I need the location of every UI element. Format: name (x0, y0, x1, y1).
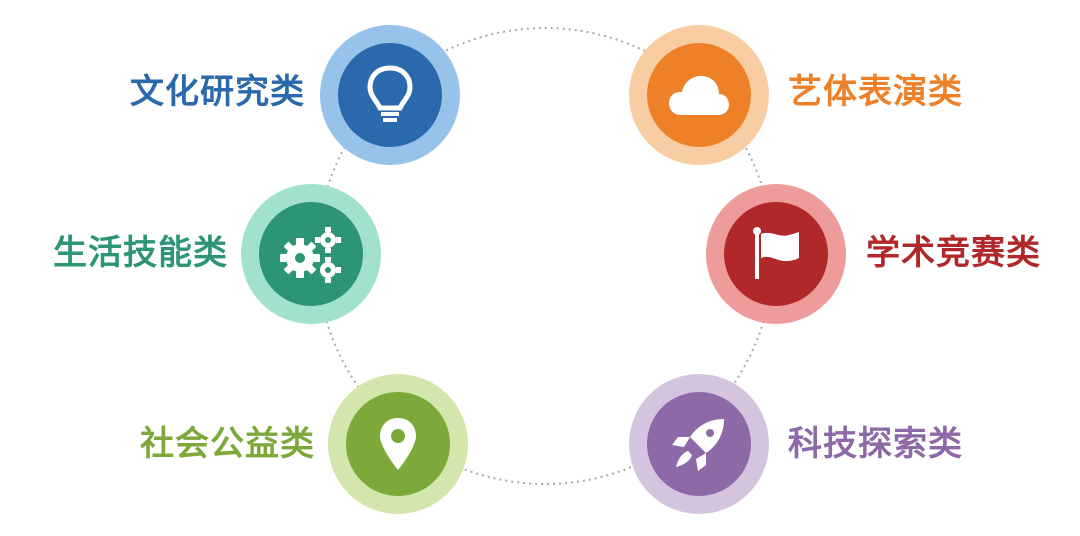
label-culture: 文化研究类 (130, 72, 305, 112)
node-arts (629, 25, 769, 165)
node-science (629, 374, 769, 514)
lightbulb-icon (367, 65, 413, 122)
rocket-icon (672, 419, 724, 471)
map-pin-icon (380, 418, 416, 470)
label-welfare: 社会公益类 (140, 424, 315, 464)
node-welfare (328, 374, 468, 514)
label-academic: 学术竞赛类 (866, 233, 1041, 273)
node-life (241, 184, 381, 324)
label-science: 科技探索类 (788, 424, 963, 464)
flag-icon (753, 227, 799, 279)
cloud-icon (669, 76, 729, 115)
gears-icon (280, 227, 341, 283)
node-culture (320, 25, 460, 165)
node-academic (706, 184, 846, 324)
label-life: 生活技能类 (53, 233, 228, 273)
label-arts: 艺体表演类 (788, 72, 963, 112)
